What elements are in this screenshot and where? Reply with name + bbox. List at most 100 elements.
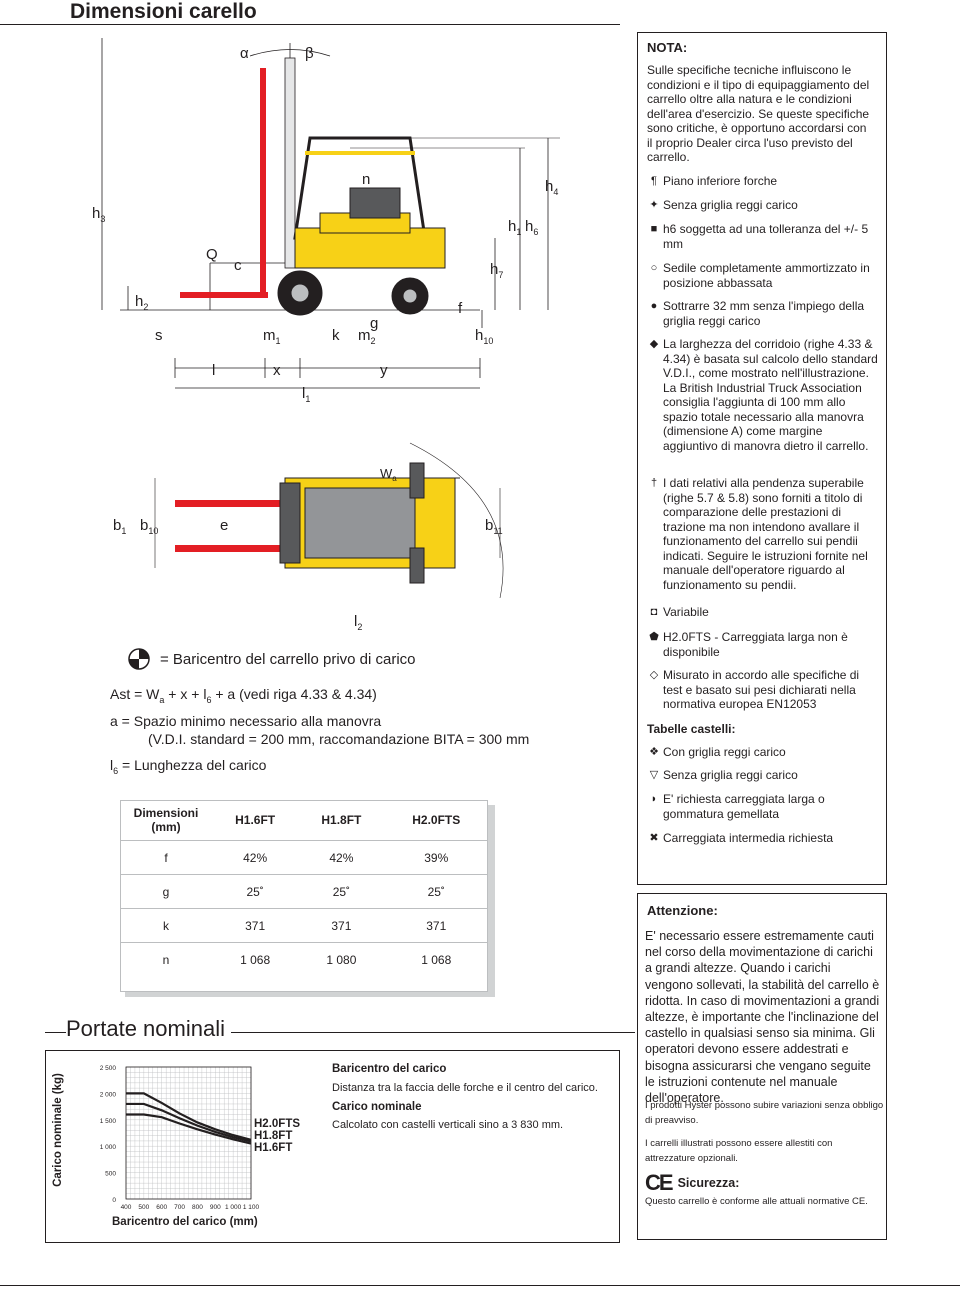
table-cell: 1 080 xyxy=(298,942,385,976)
y-tick-label: 1 000 xyxy=(100,1144,117,1151)
e-label: e xyxy=(220,517,228,534)
pentagon-icon: ⬟ xyxy=(649,631,659,643)
note-item: ◆La larghezza del corridoio (righe 4.33 … xyxy=(645,337,880,453)
diamond-outline-icon: ◇ xyxy=(649,669,659,681)
x-tick-label: 900 xyxy=(210,1204,221,1211)
note-item: ✦Senza griglia reggi carico xyxy=(645,198,880,213)
castelli-title: Tabelle castelli: xyxy=(647,722,736,736)
table-cell: n xyxy=(120,942,212,976)
series-line-h18ft xyxy=(126,1102,252,1143)
chart-frame xyxy=(45,1050,620,1243)
attention-text: E' necessario essere estremamente cauti … xyxy=(645,929,880,1106)
y-tick-label: 2 000 xyxy=(100,1091,117,1098)
circle-outline-icon: ○ xyxy=(650,262,658,274)
title-divider xyxy=(0,24,620,25)
safety-text: Questo carrello è conforme alle attuali … xyxy=(645,1196,868,1207)
h1-label: h1 xyxy=(508,218,521,237)
table-cell: 371 xyxy=(384,908,488,942)
alpha-label: α xyxy=(240,45,249,62)
table-cell: 42% xyxy=(298,840,385,874)
x-tick-label: 1 100 xyxy=(243,1204,260,1211)
table-row: g 25˚ 25˚ 25˚ xyxy=(120,874,488,908)
portate-divider xyxy=(45,1032,635,1033)
table-cell: 25˚ xyxy=(384,874,488,908)
cog-definition-title: Baricentro del carico xyxy=(332,1063,447,1075)
x-tick-label: 800 xyxy=(192,1204,203,1211)
y-tick-label: 500 xyxy=(105,1171,116,1178)
circle-filled-icon: ● xyxy=(650,300,658,312)
series-line-h20fts xyxy=(126,1092,252,1141)
h3-label: h3 xyxy=(92,205,105,224)
h4-label: h4 xyxy=(545,178,558,197)
table-row: f 42% 42% 39% xyxy=(120,840,488,874)
forklift-dimension-drawing: α β h3 h4 h1 h6 h7 h2 h10 n Q c s f g k … xyxy=(92,38,560,632)
table-cell: 1 068 xyxy=(384,942,488,976)
legend-item-h20fts: H2.0FTS xyxy=(254,1118,301,1130)
spec-header-dimensioni: Dimensioni (mm) xyxy=(133,806,199,834)
c-label: c xyxy=(234,257,242,274)
star-icon: ✦ xyxy=(649,199,659,211)
portate-title: Portate nominali xyxy=(66,1016,231,1042)
s-label: s xyxy=(155,327,163,344)
note-item: ¶Piano inferiore forche xyxy=(645,174,880,189)
y-tick-label: 0 xyxy=(112,1197,116,1204)
ast-formula: Ast = Wa + x + l6 + a (vedi riga 4.33 & … xyxy=(110,686,377,705)
center-of-gravity-icon xyxy=(128,648,150,670)
cross-icon: ✖ xyxy=(649,832,659,844)
table-cell: 371 xyxy=(212,908,299,942)
legend-item-h18ft: H1.8FT xyxy=(254,1130,293,1142)
page-title: Dimensioni carello xyxy=(70,0,257,24)
diamond-icon: ◆ xyxy=(649,338,659,350)
x-tick-label: 600 xyxy=(156,1204,167,1211)
x-tick-label: 500 xyxy=(138,1204,149,1211)
safety-title: Sicurezza: xyxy=(677,1176,740,1190)
attention-disclaimer: I prodotti Hyster possono subire variazi… xyxy=(645,1100,884,1126)
x-tick-label: 700 xyxy=(174,1204,185,1211)
spec-table: Dimensioni (mm) H1.6FT H1.8FT H2.0FTS f … xyxy=(120,800,488,976)
pilcrow-icon: ¶ xyxy=(651,175,657,187)
cog-legend: = Baricentro del carrello privo di caric… xyxy=(128,648,416,670)
note-title: NOTA: xyxy=(647,40,688,55)
legend-item-h16ft: H1.6FT xyxy=(254,1142,293,1154)
attention-title: Attenzione: xyxy=(647,903,718,918)
note-item: †I dati relativi alla pendenza superabil… xyxy=(645,476,880,592)
square-icon: ■ xyxy=(650,223,658,235)
ce-mark-icon: CE xyxy=(645,1170,674,1195)
triangle-down-icon: ▽ xyxy=(649,769,659,781)
x-tick-label: 1 000 xyxy=(225,1204,242,1211)
note-intro: Sulle specifiche tecniche influiscono le… xyxy=(647,63,870,164)
table-cell: g xyxy=(120,874,212,908)
note-item: ❖Con griglia reggi carico xyxy=(645,745,880,760)
cog-definition-text: Distanza tra la faccia delle forche e il… xyxy=(332,1082,598,1094)
h10-label: h10 xyxy=(475,327,493,346)
y-label: y xyxy=(380,362,388,379)
a-formula-note: (V.D.I. standard = 200 mm, raccomandazio… xyxy=(148,731,530,747)
table-cell: 25˚ xyxy=(212,874,299,908)
beta-label: β xyxy=(305,45,314,62)
g-label: g xyxy=(370,315,378,332)
l1-label: l1 xyxy=(302,385,310,404)
table-cell: 1 068 xyxy=(212,942,299,976)
note-item: ◇Misurato in accordo alle specifiche di … xyxy=(645,668,880,712)
series-line-h16ft xyxy=(126,1113,252,1145)
h6-label: h6 xyxy=(525,218,538,237)
b1-label: b1 xyxy=(113,517,126,536)
spec-header-h16ft: H1.6FT xyxy=(235,813,276,827)
h7-label: h7 xyxy=(490,261,503,280)
plot-area xyxy=(125,1066,252,1200)
note-item: ●Sottrarre 32 mm senza l'impiego della g… xyxy=(645,299,880,328)
table-row: n 1 068 1 080 1 068 xyxy=(120,942,488,976)
l2-label: l2 xyxy=(354,613,362,632)
note-item: ◗E' richiesta carreggiata larga o gommat… xyxy=(645,792,880,821)
note-item: ■h6 soggetta ad una tolleranza del +/- 5… xyxy=(645,222,880,251)
l6-formula: l6 = Lunghezza del carico xyxy=(110,757,267,776)
table-row: k 371 371 371 xyxy=(120,908,488,942)
table-cell: k xyxy=(120,908,212,942)
cog-legend-text: = Baricentro del carrello privo di caric… xyxy=(160,650,416,668)
table-cell: 39% xyxy=(384,840,488,874)
spec-table-frame xyxy=(120,800,488,992)
b11-label: b11 xyxy=(485,517,503,536)
table-cell: 371 xyxy=(298,908,385,942)
table-cell: 42% xyxy=(212,840,299,874)
